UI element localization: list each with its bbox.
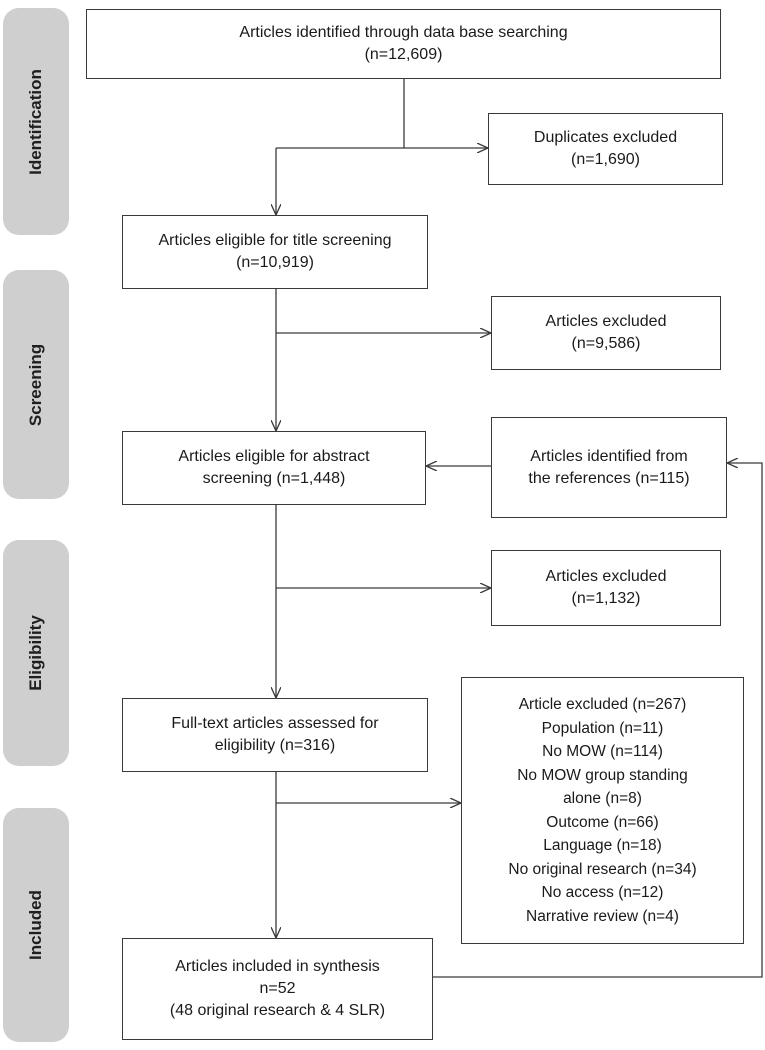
exclusion-reason: Outcome (n=66)	[546, 813, 659, 831]
box-count: (n=9,586)	[571, 335, 641, 352]
box-abstract-screening: Articles eligible for abstract screening…	[122, 431, 426, 505]
box-count: (n=10,919)	[236, 254, 314, 271]
box-count: (n=1,132)	[571, 590, 641, 607]
box-identified: Articles identified through data base se…	[86, 9, 721, 79]
exclusion-reason: Language (n=18)	[543, 837, 662, 854]
box-count: (n=12,609)	[364, 46, 443, 63]
box-text: Articles eligible for title screening	[158, 232, 392, 249]
exclusion-reason: Narrative review (n=4)	[526, 907, 679, 925]
phase-included: Included	[3, 808, 69, 1042]
phase-identification: Identification	[3, 8, 69, 235]
box-text: screening (n=1,448)	[202, 470, 346, 487]
exclusion-reason: No MOW (n=114)	[542, 743, 663, 760]
box-text: eligibility (n=316)	[214, 737, 336, 754]
box-text: Full-text articles assessed for	[171, 715, 379, 732]
exclusion-reason: Article excluded (n=267)	[518, 696, 687, 713]
box-references: Articles identified from the references …	[491, 417, 727, 518]
box-duplicates: Duplicates excluded (n=1,690)	[488, 113, 723, 185]
exclusion-reason: No original research (n=34)	[508, 860, 697, 878]
box-text: (48 original research & 4 SLR)	[169, 1002, 386, 1019]
box-count: n=52	[259, 980, 296, 997]
exclusion-reason: alone (n=8)	[563, 790, 642, 807]
phase-label: Screening	[26, 343, 45, 426]
phase-label: Identification	[26, 68, 45, 175]
phase-label: Eligibility	[26, 615, 45, 691]
box-text: Articles eligible for abstract	[178, 448, 370, 465]
box-included: Articles included in synthesis n=52 (48 …	[122, 938, 433, 1040]
phase-label: Included	[26, 890, 45, 960]
box-excluded-title: Articles excluded (n=9,586)	[491, 296, 721, 370]
exclusion-reason: No access (n=12)	[541, 884, 664, 901]
box-text: Articles excluded	[545, 568, 667, 585]
box-text: Articles included in synthesis	[175, 958, 380, 975]
box-text: Articles excluded	[545, 313, 667, 330]
box-fulltext-excluded: Article excluded (n=267) Population (n=1…	[461, 677, 744, 944]
box-excluded-abstract: Articles excluded (n=1,132)	[491, 550, 721, 626]
arrow-included-feedback	[433, 463, 763, 978]
exclusion-reason: No MOW group standing	[517, 766, 688, 784]
phase-screening: Screening	[3, 270, 69, 499]
phase-eligibility: Eligibility	[3, 540, 69, 766]
box-text: Duplicates excluded	[533, 129, 678, 146]
box-title-screening: Articles eligible for title screening (n…	[122, 215, 428, 289]
box-text: Articles identified from	[530, 447, 688, 465]
box-text: Articles identified through data base se…	[239, 24, 568, 41]
exclusion-reason: Population (n=11)	[541, 719, 664, 737]
box-count: (n=1,690)	[571, 151, 640, 168]
box-fulltext: Full-text articles assessed for eligibil…	[122, 698, 428, 772]
box-text: the references (n=115)	[528, 469, 690, 487]
